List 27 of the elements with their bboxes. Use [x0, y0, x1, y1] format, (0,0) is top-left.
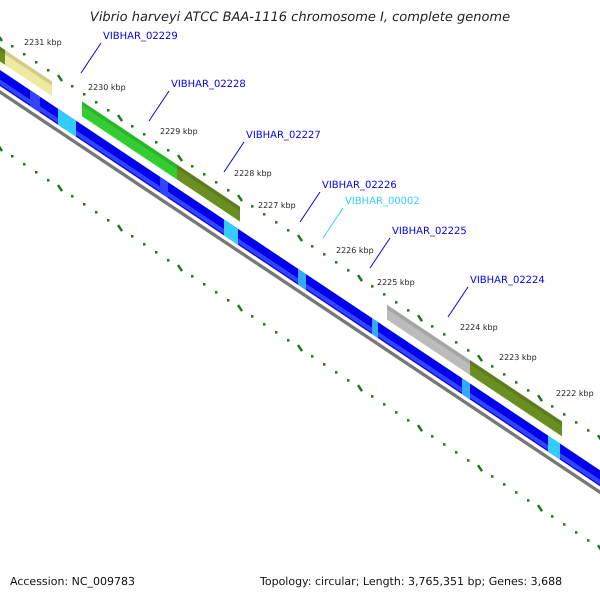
tick-label: 2224 kbp: [460, 324, 498, 332]
gene-label: VIBHAR_02229: [103, 32, 178, 42]
tick-label: 2225 kbp: [377, 279, 415, 287]
footer-text: Accession: NC_009783: [10, 576, 136, 587]
gene-label: VIBHAR_02225: [392, 227, 467, 237]
leader-line: [224, 142, 244, 172]
gene-label: VIBHAR_02228: [171, 80, 246, 90]
gene-label: VIBHAR_00002: [345, 197, 420, 207]
gene-label: VIBHAR_02224: [470, 276, 545, 286]
tick-label: 2222 kbp: [556, 390, 594, 398]
leader-line: [80, 42, 102, 74]
leader-line: [300, 192, 320, 222]
gene-label: VIBHAR_02226: [322, 181, 397, 191]
leader-line: [148, 90, 170, 122]
map-title: Vibrio harveyi ATCC BAA-1116 chromosome I, complete genome: [88, 11, 512, 24]
leader-line: [448, 286, 468, 318]
tick-label: 2229 kbp: [160, 128, 198, 136]
tick-label: 2227 kbp: [258, 202, 296, 210]
tick-label: 2231 kbp: [24, 39, 62, 47]
tick-label: 2226 kbp: [336, 247, 374, 255]
tick-label: 2228 kbp: [234, 170, 272, 178]
leader-line: [370, 238, 390, 268]
tick-label: 2230 kbp: [88, 84, 126, 92]
leader-line: [322, 208, 344, 238]
gene-label: VIBHAR_02227: [246, 131, 321, 141]
footer-text: Topology: circular; Length: 3,765,351 bp; Genes: 3,688: [260, 576, 562, 587]
tick-label: 2223 kbp: [499, 354, 537, 362]
